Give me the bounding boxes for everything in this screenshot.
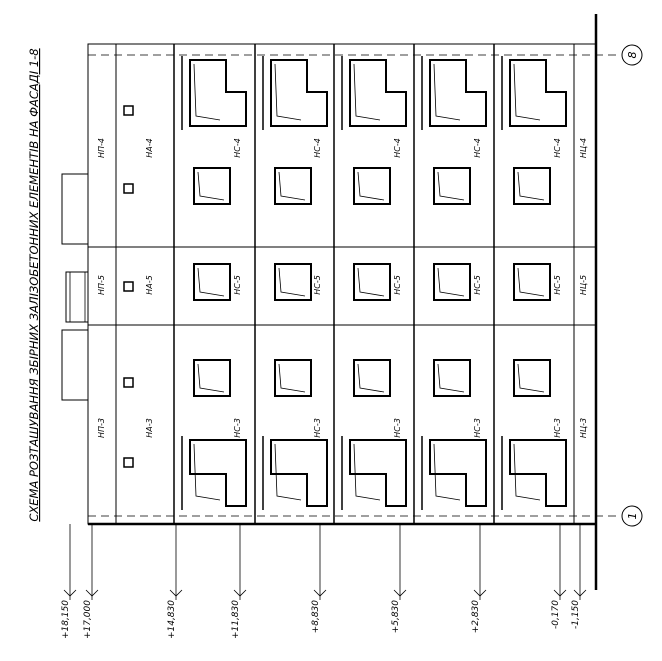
balcony-window xyxy=(181,436,247,510)
panel-label: НА-5 xyxy=(145,275,154,294)
balcony-window xyxy=(262,436,328,510)
panel-label: НП-3 xyxy=(97,418,106,438)
elevation-label: +2,830 xyxy=(471,600,481,634)
balcony-window xyxy=(262,56,328,130)
balcony-window xyxy=(341,436,407,510)
panel-label: НС-3 xyxy=(313,418,322,438)
window xyxy=(353,263,391,301)
elevation-mark: -1,150 xyxy=(571,524,587,629)
panel-labels: НП-4НП-5НП-3 НА-4НА-5НА-3 НС-4НС-5НС-3 НС-4… xyxy=(97,138,588,438)
panel-label: НС-5 xyxy=(233,275,242,295)
axis-1-marker: 1 xyxy=(621,505,643,527)
vent-shaft xyxy=(65,271,89,323)
elevation-mark: +14,830 xyxy=(167,524,183,639)
panel-label: НА-3 xyxy=(145,418,154,437)
elevation-label: +8,830 xyxy=(311,600,321,634)
panel-label: НП-4 xyxy=(97,138,106,158)
facade-linework xyxy=(61,14,620,590)
axis-1-label: 1 xyxy=(626,513,639,520)
elevation-mark: +11,830 xyxy=(231,524,247,639)
panel-label: НП-5 xyxy=(97,275,106,295)
window xyxy=(353,359,391,397)
vent-shaft xyxy=(61,329,89,401)
vent-shaft xyxy=(61,173,89,245)
panel-label: НЦ-3 xyxy=(579,418,588,438)
balcony-window xyxy=(421,436,487,510)
panel-label: НС-3 xyxy=(473,418,482,438)
panel-label: НС-5 xyxy=(553,275,562,295)
window xyxy=(353,167,391,205)
elevation-label: -1,150 xyxy=(571,600,581,629)
panel-label: НС-5 xyxy=(313,275,322,295)
window xyxy=(433,359,471,397)
elevation-label: +14,830 xyxy=(167,600,177,639)
vent-square xyxy=(123,377,134,388)
elevation-label: +11,830 xyxy=(231,600,241,639)
panel-label: НА-4 xyxy=(145,138,154,157)
panel-label: НС-5 xyxy=(473,275,482,295)
panel-label: НС-5 xyxy=(393,275,402,295)
elevation-mark: +2,830 xyxy=(471,524,487,634)
elevation-mark: -0,170 xyxy=(551,524,567,629)
elevation-label: +5,830 xyxy=(391,600,401,634)
window xyxy=(193,263,231,301)
elevation-mark: +5,830 xyxy=(391,524,407,634)
elevation-mark: +17,000 xyxy=(83,524,99,639)
window xyxy=(193,167,231,205)
balcony-window xyxy=(421,56,487,130)
window xyxy=(513,167,551,205)
windows-layer xyxy=(181,56,567,510)
axis-8-label: 8 xyxy=(626,52,639,59)
elevation-label: +18,150 xyxy=(61,600,71,639)
drawing-title: СХЕМА РОЗТАШУВАННЯ ЗБІРНИХ ЗАЛІЗОБЕТОННИ… xyxy=(27,48,41,521)
panel-label: НЦ-5 xyxy=(579,275,588,295)
window xyxy=(274,263,312,301)
panel-label: НС-3 xyxy=(233,418,242,438)
window xyxy=(433,167,471,205)
panel-label: НС-4 xyxy=(233,138,242,158)
balcony-window xyxy=(341,56,407,130)
attic-vents xyxy=(123,105,134,468)
balcony-window xyxy=(501,436,567,510)
vent-square xyxy=(123,105,134,116)
elevation-label: -0,170 xyxy=(551,600,561,629)
window xyxy=(274,359,312,397)
vent-square xyxy=(123,183,134,194)
vent-square xyxy=(123,281,134,292)
panel-label: НЦ-4 xyxy=(579,138,588,158)
vent-square xyxy=(123,457,134,468)
window xyxy=(513,359,551,397)
window xyxy=(193,359,231,397)
elevation-mark: +18,150 xyxy=(61,524,77,639)
panel-label: НС-4 xyxy=(313,138,322,158)
window xyxy=(433,263,471,301)
panel-label: НС-4 xyxy=(393,138,402,158)
window xyxy=(513,263,551,301)
panel-label: НС-3 xyxy=(393,418,402,438)
elevation-label: +17,000 xyxy=(83,600,93,639)
window xyxy=(274,167,312,205)
balcony-window xyxy=(181,56,247,130)
elevation-mark: +8,830 xyxy=(311,524,327,634)
axis-8-marker: 8 xyxy=(621,44,643,66)
balcony-window xyxy=(501,56,567,130)
panel-label: НС-4 xyxy=(473,138,482,158)
panel-label: НС-3 xyxy=(553,418,562,438)
elevation-marks: +18,150 +17,000 +14,830 +11,830 +8,830 +5,830… xyxy=(61,524,587,639)
panel-label: НС-4 xyxy=(553,138,562,158)
